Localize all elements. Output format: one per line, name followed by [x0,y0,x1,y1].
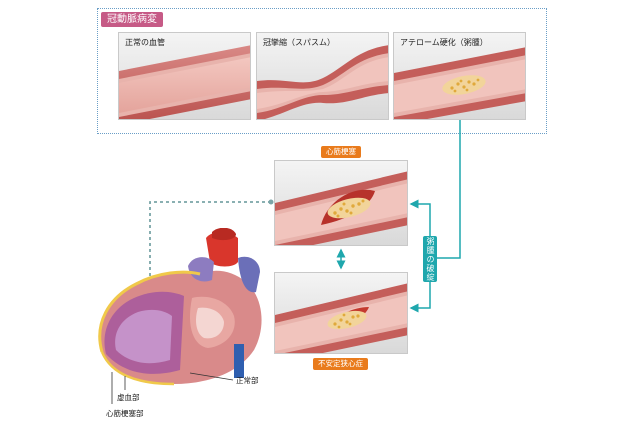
label-normal-area: 正常部 [236,376,259,385]
tag-myocardial-infarction: 心筋梗塞 [321,146,361,158]
panel-myocardial-infarction [274,160,408,246]
spasm-vessel-illustration [257,45,388,119]
normal-vessel-illustration [119,45,250,119]
heart-illustration [98,228,262,386]
infarction-vessel-illustration [275,171,407,245]
section-title: 冠動脈病変 [101,12,163,27]
panel-atherosclerosis: アテローム硬化（粥腫） [393,32,526,120]
tag-unstable-angina: 不安定狭心症 [313,358,368,370]
plaque-rupture-label: 粥腫の破綻 [423,236,437,282]
panel-spasm: 冠攣縮（スパスム） [256,32,389,120]
panel-label-normal: 正常の血管 [125,38,165,47]
panel-label-atherosclerosis: アテローム硬化（粥腫） [400,38,488,47]
coronary-lesion-frame [97,8,547,134]
panel-normal-vessel: 正常の血管 [118,32,251,120]
unstable-angina-vessel-illustration [275,283,407,353]
label-infarct-area: 心筋梗塞部 [106,409,144,418]
label-ischemic-area: 虚血部 [117,393,140,402]
panel-label-spasm: 冠攣縮（スパスム） [263,38,335,47]
atherosclerosis-vessel-illustration [394,47,525,119]
panel-unstable-angina [274,272,408,354]
